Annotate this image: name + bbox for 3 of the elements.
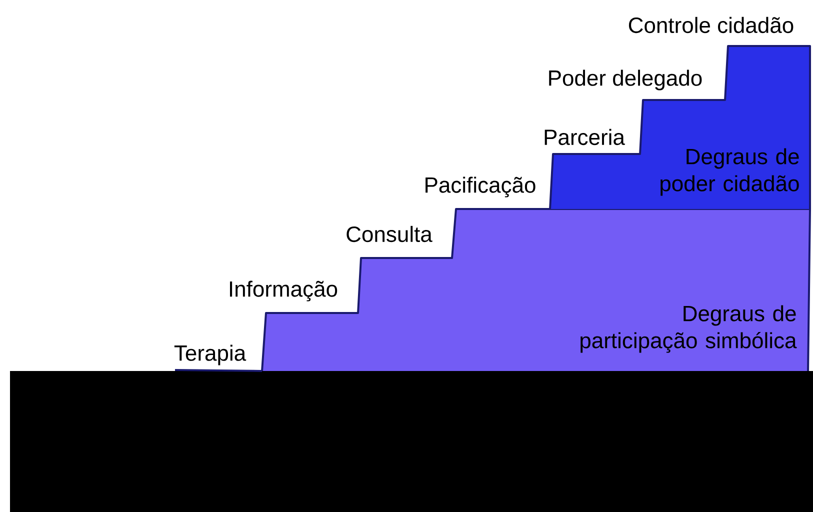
step-label: Consulta [346,226,432,242]
step-label: Pacificação [426,176,536,198]
step-label: Poder delegado [549,70,702,90]
